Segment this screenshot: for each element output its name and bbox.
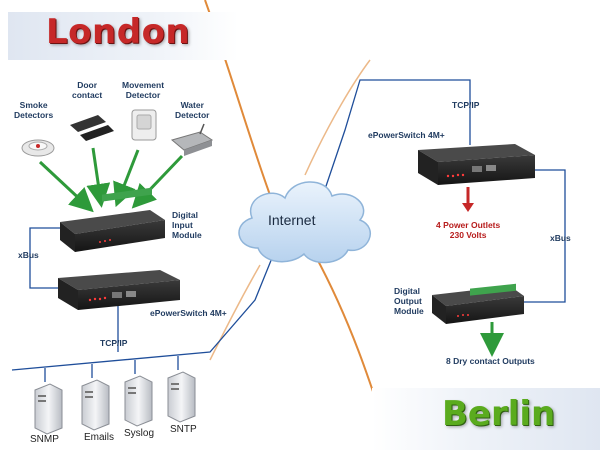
xbus-berlin-label: xBus bbox=[550, 233, 571, 243]
movement-detector-label: Movement Detector bbox=[122, 80, 165, 100]
dry-contact-outputs-label: 8 Dry contact Outputs bbox=[446, 356, 535, 366]
server-emails-label: Emails bbox=[84, 432, 115, 443]
xbus-link-berlin bbox=[515, 169, 566, 303]
london-title: London bbox=[46, 12, 191, 52]
server-emails-icon bbox=[81, 379, 110, 431]
digital-input-module-device bbox=[60, 187, 165, 252]
smoke-detectors-label: Smoke Detectors bbox=[14, 100, 54, 120]
internet-label: Internet bbox=[268, 212, 316, 228]
xbus-london-label: xBus bbox=[18, 250, 39, 260]
digital-output-module-label: Digital Output Module bbox=[394, 286, 424, 316]
server-snmp-icon bbox=[34, 383, 63, 435]
server-syslog-label: Syslog bbox=[124, 428, 155, 439]
epowerswitch-london-label: ePowerSwitch 4M+ bbox=[150, 308, 227, 318]
region-divider-lower-left bbox=[209, 264, 261, 361]
berlin-title: Berlin bbox=[442, 394, 556, 434]
epowerswitch-berlin-label: ePowerSwitch 4M+ bbox=[368, 130, 445, 140]
server-sntp-label: SNTP bbox=[170, 424, 197, 435]
digital-output-module-device bbox=[432, 283, 524, 324]
epowerswitch-berlin-device bbox=[418, 144, 535, 185]
region-divider-upper-right bbox=[304, 59, 371, 176]
water-detector-icon bbox=[170, 123, 214, 156]
berlin-banner: Berlin bbox=[372, 388, 600, 450]
server-sntp-icon bbox=[167, 371, 196, 423]
internet-cloud bbox=[238, 181, 371, 264]
smoke-detector-icon bbox=[21, 139, 55, 157]
water-detector-label: Water Detector bbox=[175, 100, 210, 120]
tcpip-link-london bbox=[11, 257, 273, 371]
door-contact-icon bbox=[70, 115, 114, 141]
server-snmp-label: SNMP bbox=[30, 434, 59, 445]
xbus-link-london bbox=[29, 227, 60, 289]
london-banner: London bbox=[8, 12, 238, 60]
epowerswitch-london-device bbox=[58, 270, 180, 310]
tcpip-link-berlin bbox=[321, 79, 471, 199]
tcpip-berlin-label: TCP/IP bbox=[452, 100, 480, 110]
digital-input-module-label: Digital Input Module bbox=[172, 210, 202, 240]
movement-detector-icon bbox=[131, 109, 157, 141]
server-syslog-icon bbox=[124, 375, 153, 427]
door-contact-label: Door contact bbox=[72, 80, 103, 100]
tcpip-london-label: TCP/IP bbox=[100, 338, 128, 348]
